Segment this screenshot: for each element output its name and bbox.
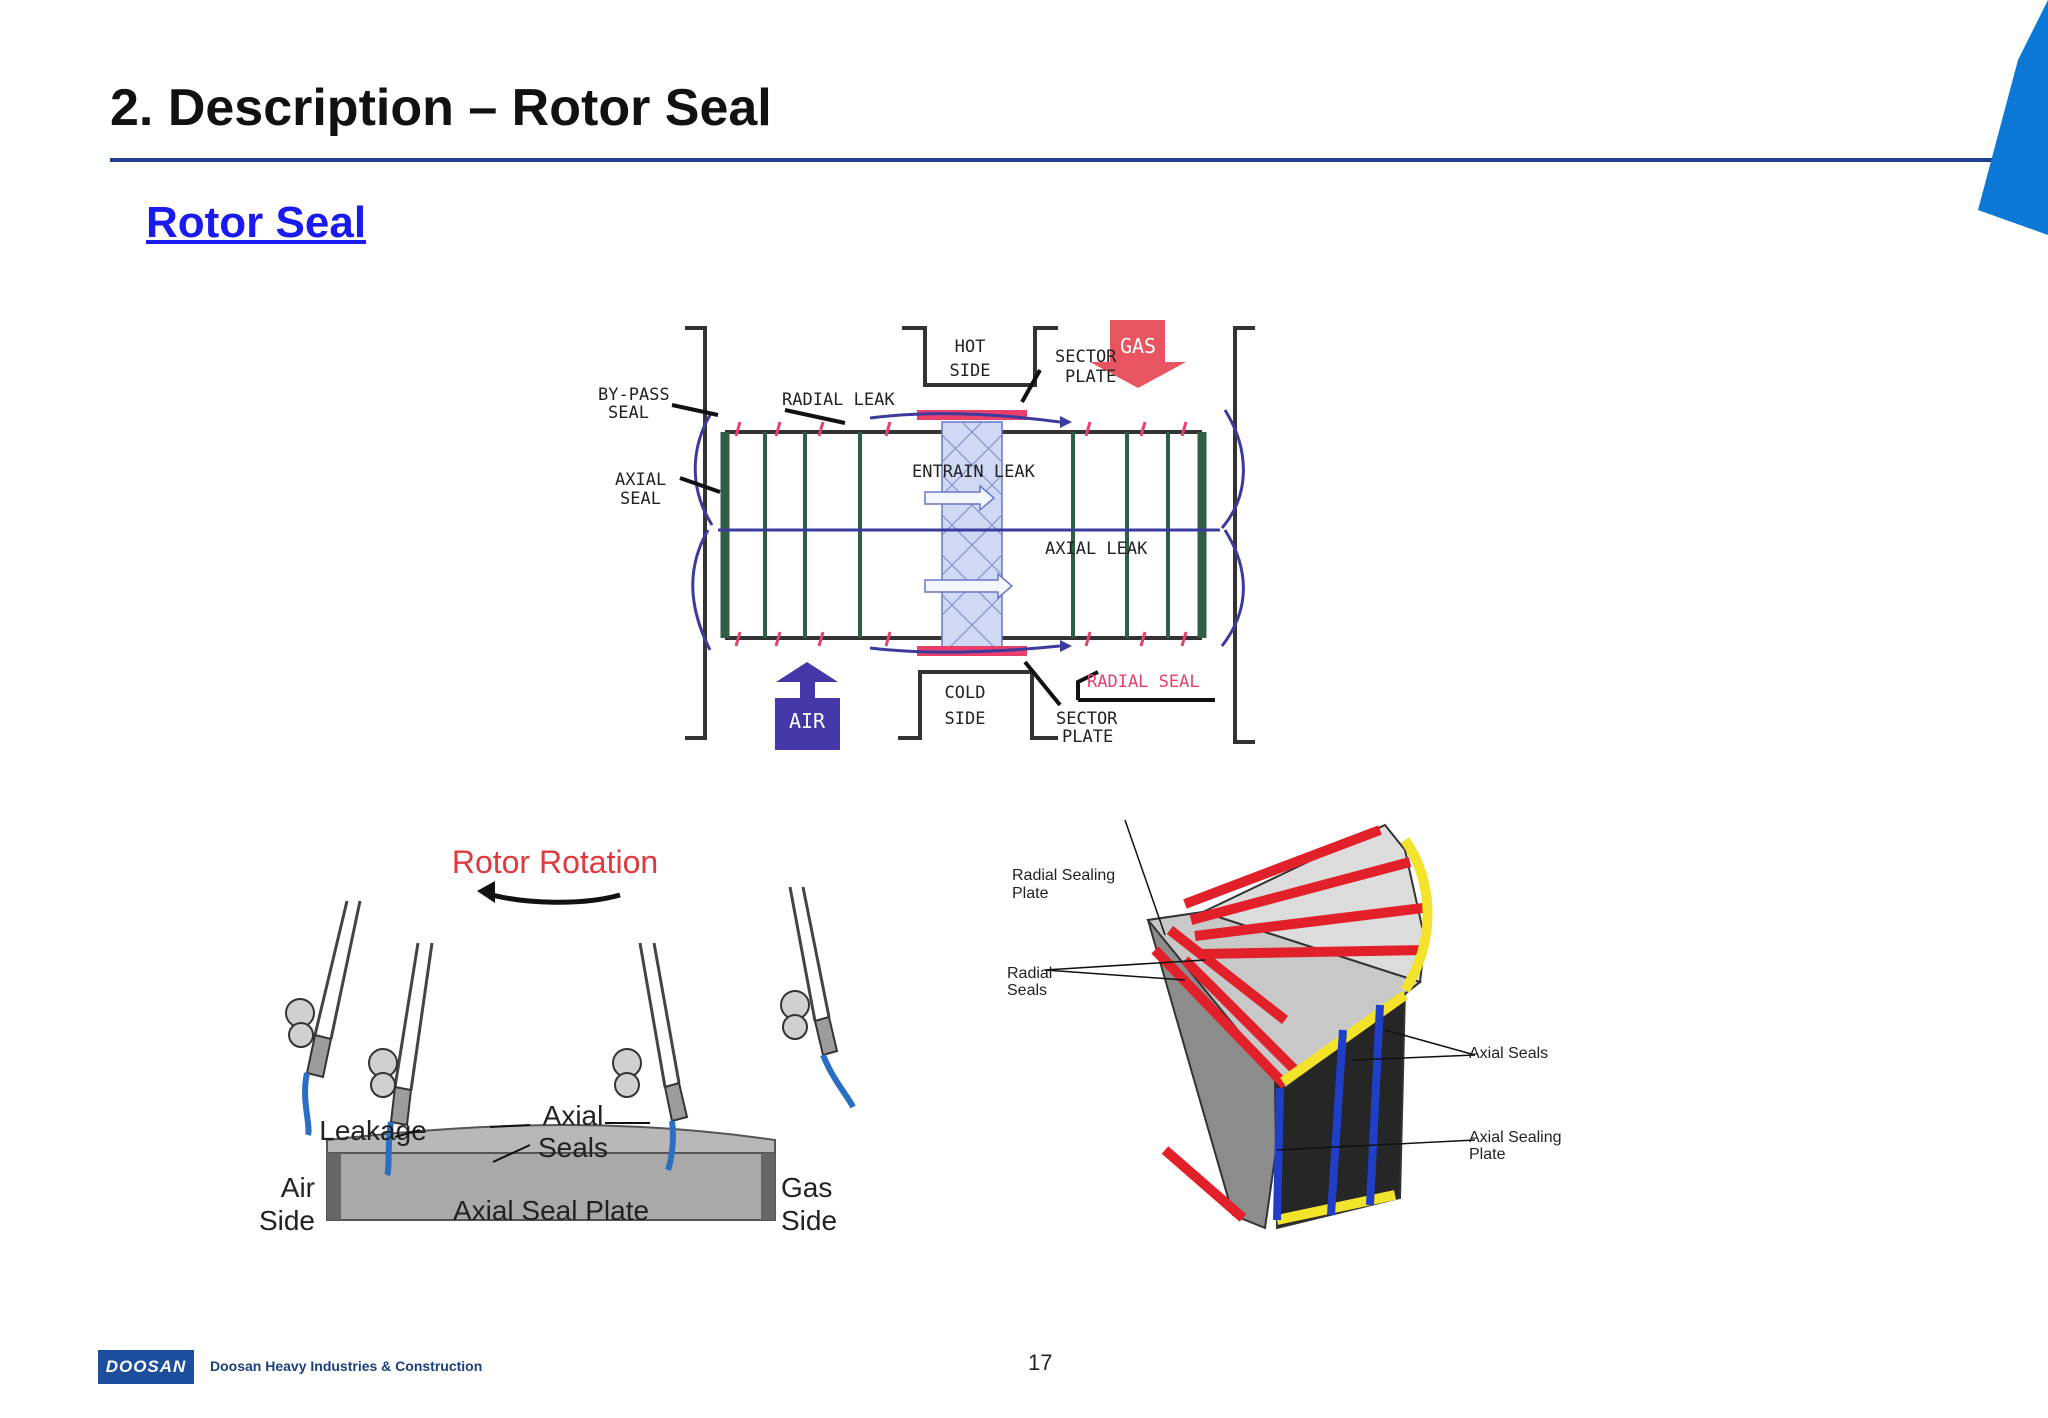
axial-seals-label-2: Seals	[538, 1132, 608, 1163]
corner-accent-shape	[1978, 0, 2048, 235]
footer-company-name: Doosan Heavy Industries & Construction	[210, 1358, 483, 1374]
air-side-label-2: Side	[259, 1205, 315, 1236]
entrain-leak-label: ENTRAIN LEAK	[912, 462, 1036, 482]
title-divider	[110, 158, 2010, 162]
axial-sealing-plate-label-2: Plate	[1469, 1146, 1506, 1163]
sector-plate-bottom-label-2: PLATE	[1062, 727, 1113, 747]
axial-seal-rotation-diagram: Rotor Rotation Leakage Axial Seals Axial…	[259, 844, 856, 1236]
cold-side-label-1: COLD	[945, 683, 986, 703]
axial-seals-label-1: Axial	[543, 1100, 604, 1131]
hot-side-label-1: HOT	[955, 337, 986, 357]
rotor-seal-leak-diagram: GAS AIR HOT SIDE SECTOR PLATE BY-PASS SE…	[598, 320, 1255, 750]
gas-side-label-2: Side	[781, 1205, 837, 1236]
axial-seal-label-2: SEAL	[620, 489, 661, 509]
sector-plate-bottom-label-1: SECTOR	[1056, 709, 1118, 729]
axial-seals-3d-label: Axial Seals	[1469, 1045, 1548, 1062]
slide-title: 2. Description – Rotor Seal	[110, 79, 772, 137]
air-side-label-1: Air	[281, 1172, 315, 1203]
bypass-seal-label-2: SEAL	[608, 403, 649, 423]
sector-plate-top-label-2: PLATE	[1065, 367, 1116, 387]
radial-seals-label-1: Radial	[1007, 965, 1052, 982]
air-label: AIR	[789, 709, 826, 733]
leakage-label: Leakage	[319, 1115, 426, 1146]
hot-side-label-2: SIDE	[950, 361, 991, 381]
section-link-rotor-seal[interactable]: Rotor Seal	[146, 198, 367, 247]
axial-leak-label: AXIAL LEAK	[1045, 539, 1148, 559]
radial-seals-label-2: Seals	[1007, 982, 1047, 999]
rotor-sector-seal-diagram: Radial Sealing Plate Radial Seals Axial …	[1007, 820, 1562, 1230]
gas-label: GAS	[1120, 334, 1156, 358]
axial-sealing-plate-label-1: Axial Sealing	[1469, 1129, 1562, 1146]
bypass-seal-label-1: BY-PASS	[598, 385, 670, 405]
axial-seal-label-1: AXIAL	[615, 470, 666, 490]
sector-plate-top-label-1: SECTOR	[1055, 347, 1117, 367]
page-number: 17	[1028, 1350, 1053, 1375]
axial-seal-plate-label: Axial Seal Plate	[453, 1195, 649, 1226]
radial-leak-label: RADIAL LEAK	[782, 390, 895, 410]
cold-side-label-2: SIDE	[945, 709, 986, 729]
radial-seal-label: RADIAL SEAL	[1087, 672, 1200, 692]
radial-sealing-plate-label-2: Plate	[1012, 885, 1049, 902]
doosan-logo: DOOSAN	[98, 1350, 194, 1384]
rotor-rotation-label: Rotor Rotation	[452, 844, 658, 880]
gas-side-label-1: Gas	[781, 1172, 832, 1203]
radial-sealing-plate-label-1: Radial Sealing	[1012, 867, 1115, 884]
